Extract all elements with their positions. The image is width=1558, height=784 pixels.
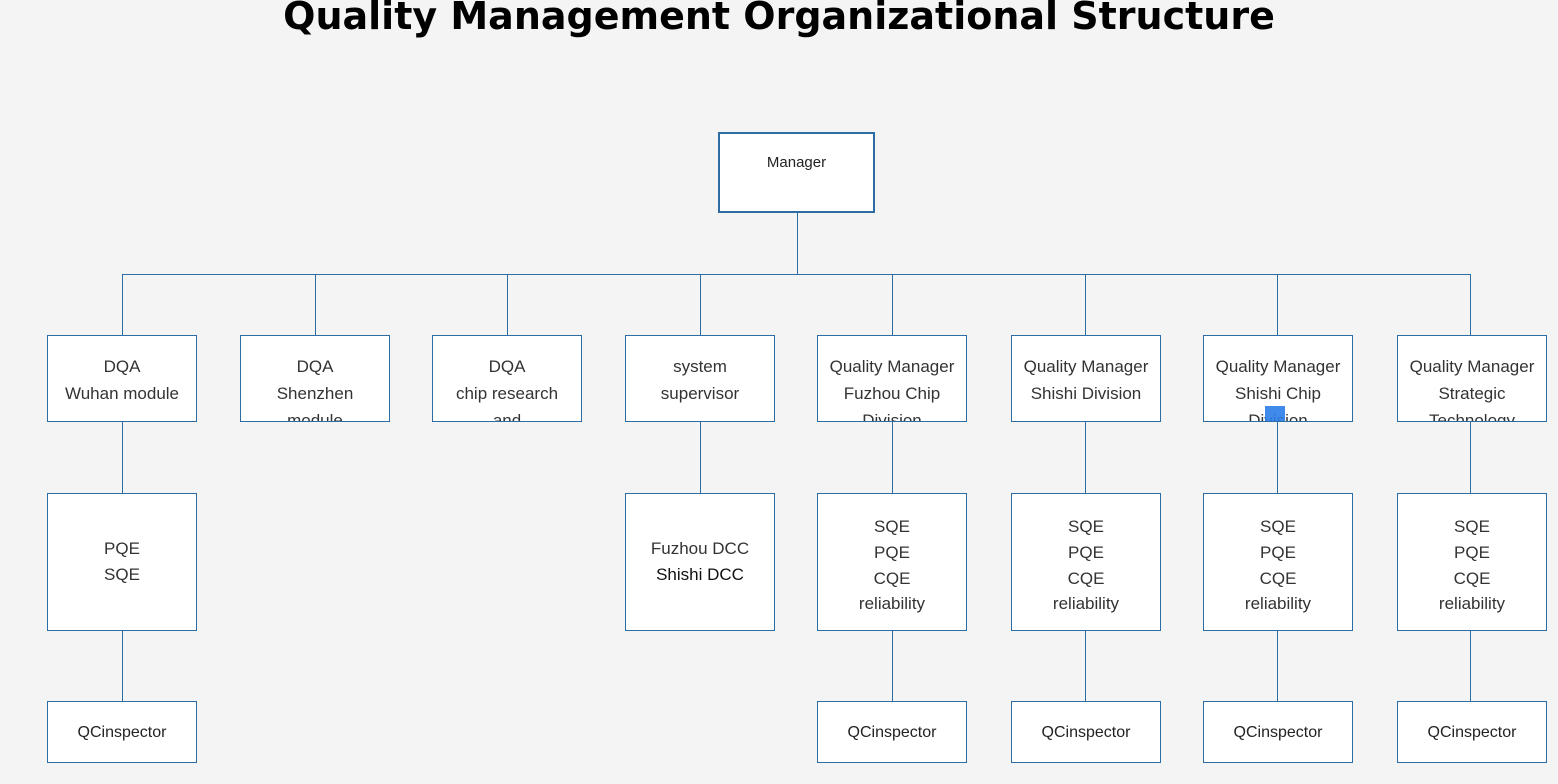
role-label: reliability (1244, 594, 1312, 613)
inspector-node-fuzhou-chip[interactable]: QCinspector (817, 701, 967, 763)
role-label: CQE (1259, 569, 1297, 588)
role-label: PQE (1260, 543, 1296, 562)
dept-line-2: Shenzhen (276, 384, 354, 403)
inspector-label: QCinspector (77, 724, 167, 741)
dept-line-2: Shishi Chip (1235, 384, 1321, 403)
role-label: reliability (1438, 594, 1506, 613)
inspector-label: QCinspector (1427, 724, 1517, 741)
inspector-node-shishi-chip[interactable]: QCinspector (1203, 701, 1353, 763)
role-label: CQE (1453, 569, 1491, 588)
role-label: Shishi DCC (656, 565, 744, 584)
inspector-node-strategic[interactable]: QCinspector (1397, 701, 1547, 763)
role-label: reliability (858, 594, 926, 613)
dept-node-system-supervisor[interactable]: system supervisor (625, 335, 775, 422)
inspector-label: QCinspector (1041, 724, 1131, 741)
dept-node-dqa-chip-research[interactable]: DQA chip research and (432, 335, 582, 422)
inspector-node-wuhan[interactable]: QCinspector (47, 701, 197, 763)
role-label: Fuzhou DCC (650, 539, 750, 558)
dept-line-1: system (673, 357, 727, 376)
dept-line-3: module (287, 411, 343, 422)
dept-line-1: Quality Manager (829, 357, 955, 376)
role-label: PQE (874, 543, 910, 562)
inspector-label: QCinspector (1233, 724, 1323, 741)
dept-line-2: supervisor (660, 384, 740, 403)
role-node-shishi-chip[interactable]: SQE PQE CQE reliability (1203, 493, 1353, 631)
role-node-wuhan[interactable]: PQE SQE (47, 493, 197, 631)
dept-line-2: Fuzhou Chip (843, 384, 941, 403)
inspector-label: QCinspector (847, 724, 937, 741)
page-title: Quality Management Organizational Struct… (283, 0, 1275, 38)
dept-node-qm-shishi-division[interactable]: Quality Manager Shishi Division (1011, 335, 1161, 422)
role-label: SQE (1454, 517, 1490, 536)
dept-line-1: DQA (488, 357, 526, 376)
dept-line-2: Strategic (1438, 384, 1506, 403)
dept-line-1: DQA (296, 357, 334, 376)
dept-line-1: Quality Manager (1215, 357, 1341, 376)
dept-line-2: chip research (455, 384, 559, 403)
dept-node-qm-shishi-chip[interactable]: Quality Manager Shishi Chip Division (1203, 335, 1353, 422)
dept-line-3: Technology (1428, 411, 1515, 422)
role-label: SQE (874, 517, 910, 536)
inspector-node-shishi-division[interactable]: QCinspector (1011, 701, 1161, 763)
dept-line-1: Quality Manager (1409, 357, 1535, 376)
dept-node-qm-strategic-technology[interactable]: Quality Manager Strategic Technology (1397, 335, 1547, 422)
role-label: SQE (1260, 517, 1296, 536)
role-node-fuzhou-chip[interactable]: SQE PQE CQE reliability (817, 493, 967, 631)
manager-label: Manager (766, 154, 827, 171)
text-selection-handle[interactable] (1265, 406, 1285, 421)
dept-line-2: Wuhan module (64, 384, 180, 403)
role-label: CQE (1067, 569, 1105, 588)
role-label: PQE (104, 539, 140, 558)
role-node-strategic[interactable]: SQE PQE CQE reliability (1397, 493, 1547, 631)
dept-node-dqa-shenzhen[interactable]: DQA Shenzhen module (240, 335, 390, 422)
role-label: PQE (1068, 543, 1104, 562)
role-label: reliability (1052, 594, 1120, 613)
manager-node[interactable]: Manager (718, 132, 875, 213)
dept-node-dqa-wuhan[interactable]: DQA Wuhan module (47, 335, 197, 422)
role-label: CQE (873, 569, 911, 588)
role-label: PQE (1454, 543, 1490, 562)
role-node-shishi-division[interactable]: SQE PQE CQE reliability (1011, 493, 1161, 631)
role-label: SQE (1068, 517, 1104, 536)
dept-line-1: DQA (103, 357, 141, 376)
dept-line-3: and (492, 411, 522, 422)
dept-node-qm-fuzhou-chip[interactable]: Quality Manager Fuzhou Chip Division (817, 335, 967, 422)
role-label: SQE (104, 565, 140, 584)
dept-line-3: Division (862, 411, 922, 422)
role-node-supervisor[interactable]: Fuzhou DCC Shishi DCC (625, 493, 775, 631)
dept-line-1: Quality Manager (1023, 357, 1149, 376)
dept-line-2: Shishi Division (1030, 384, 1142, 403)
